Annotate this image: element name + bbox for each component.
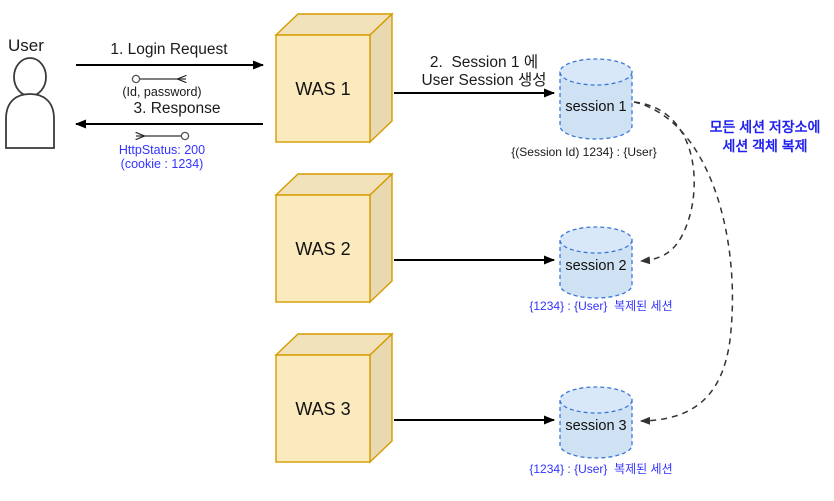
session-3-caption: {1234} : {User} 복제된 세션	[529, 462, 673, 476]
session-1-caption: {(Session Id) 1234} : {User}	[511, 145, 657, 159]
was-2-cube[interactable]	[274, 172, 394, 304]
id-password-label: (Id, password)	[122, 85, 202, 99]
was-3-label: WAS 3	[295, 399, 351, 419]
session-2-caption: {1234} : {User} 복제된 세션	[529, 299, 673, 313]
cookie-label: (cookie : 1234)	[120, 157, 204, 171]
session-1-store[interactable]	[559, 58, 633, 140]
session-create-label-line2: User Session 생성	[421, 72, 547, 89]
http-response-sub-arrow	[136, 131, 190, 141]
id-password-arrow	[131, 74, 186, 84]
was-1-cube[interactable]	[274, 12, 394, 144]
replication-note-line2: 세션 객체 복제	[722, 138, 808, 154]
replication-note-line1: 모든 세션 저장소에	[709, 119, 821, 135]
http-status-label: HttpStatus: 200	[118, 143, 206, 157]
session-1-label: session 1	[565, 99, 627, 115]
session-3-store[interactable]	[559, 386, 633, 459]
was-3-cube[interactable]	[274, 332, 394, 464]
session-create-label-line1: 2. Session 1 에	[429, 54, 539, 71]
session-3-label: session 3	[565, 418, 627, 434]
response-label: 3. Response	[133, 100, 221, 117]
login-request-label: 1. Login Request	[110, 41, 228, 58]
session-2-label: session 2	[565, 258, 627, 274]
replication-curve-session2	[633, 101, 695, 265]
was-2-label: WAS 2	[295, 239, 351, 259]
user-actor-label: User	[8, 36, 44, 55]
session-2-store[interactable]	[559, 226, 633, 299]
user-actor-icon	[5, 57, 55, 149]
was-1-label: WAS 1	[295, 79, 351, 99]
